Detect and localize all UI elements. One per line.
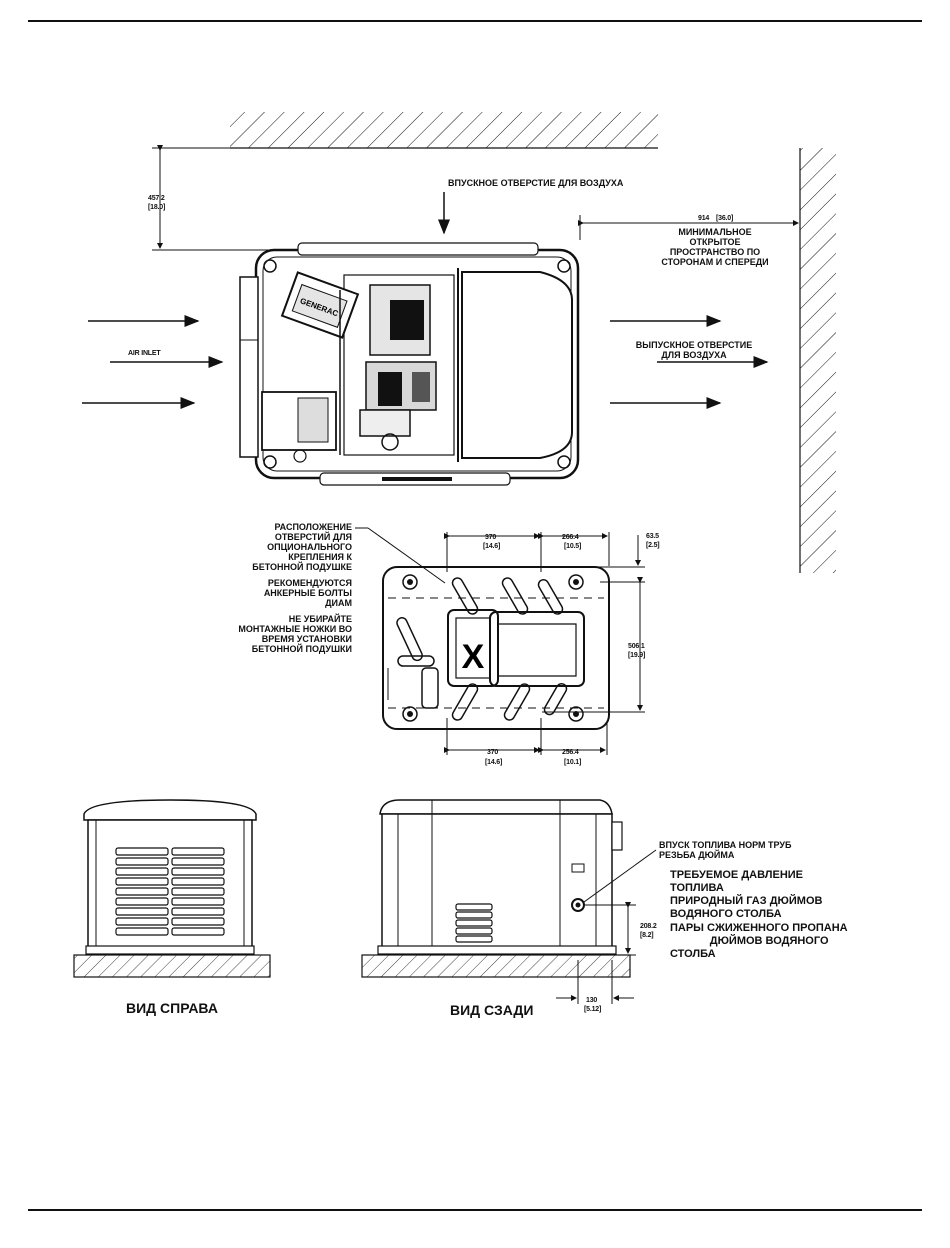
- mount-note-4: КРЕПЛЕНИЯ К: [288, 552, 352, 562]
- generator-right-view: ВИД СПРАВА: [73, 799, 271, 1016]
- air-exhaust-label-2: ДЛЯ ВОЗДУХА: [661, 350, 727, 360]
- pad-height-mm: 506.1: [628, 643, 645, 650]
- clearance-note-1: МИНИМАЛЬНОЕ: [678, 227, 751, 237]
- fuel-height-mm: 208.2: [640, 923, 657, 930]
- fuel-pressure-4: ВОДЯНОГО СТОЛБА: [670, 908, 782, 920]
- fuel-pressure-1: ТРЕБУЕМОЕ ДАВЛЕНИЕ: [670, 869, 803, 881]
- feet-note-3: ВРЕМЯ УСТАНОВКИ: [262, 634, 352, 644]
- air-exhaust-label-1: ВЫПУСКНОЕ ОТВЕРСТИЕ: [636, 340, 752, 350]
- clearance-note-4: СТОРОНАМ И СПЕРЕДИ: [661, 257, 768, 267]
- fuel-offset-in: [5.12]: [584, 1006, 601, 1013]
- fuel-notes: ВПУСК ТОПЛИВА НОРМ ТРУБ РЕЗЬБА ДЮЙМА ТРЕ…: [659, 840, 848, 960]
- fuel-pressure-5: ПАРЫ СЖИЖЕННОГО ПРОПАНА: [670, 922, 848, 934]
- feet-note-1: НЕ УБИРАЙТЕ: [289, 613, 352, 624]
- pad-height-in: [19.9]: [628, 652, 645, 659]
- fuel-pressure-7: СТОЛБА: [670, 948, 716, 960]
- air-inlet-arrows: AIR INLET: [82, 315, 224, 409]
- fuel-height-in: [8.2]: [640, 932, 653, 939]
- svg-text:X: X: [462, 638, 485, 676]
- anchor-note-1: РЕКОМЕНДУЮТСЯ: [268, 578, 352, 588]
- anchor-note-3: ДИАМ: [325, 598, 352, 608]
- mount-note-2: ОТВЕРСТИЙ ДЛЯ: [275, 531, 352, 542]
- top-clearance-in: [18.0]: [148, 204, 165, 211]
- pad-edge-mm: 63.5: [646, 533, 659, 540]
- pad-top-left-mm: 370: [485, 534, 496, 541]
- generator-top-view: GENERAC: [239, 242, 580, 486]
- fuel-pressure-3: ПРИРОДНЫЙ ГАЗ ДЮЙМОВ: [670, 894, 823, 907]
- mount-note-3: ОПЦИОНАЛЬНОГО: [267, 542, 352, 552]
- side-clearance-in: [36.0]: [716, 215, 733, 222]
- pad-top-right-mm: 266.4: [562, 534, 579, 541]
- pad-bottom-right-mm: 256.4: [562, 749, 579, 756]
- view-right-title: ВИД СПРАВА: [126, 1000, 218, 1016]
- right-wall: [799, 148, 836, 573]
- view-rear-title: ВИД СЗАДИ: [450, 1002, 533, 1018]
- mount-note-5: БЕТОННОЙ ПОДУШКЕ: [252, 561, 352, 572]
- pad-top-right-in: [10.5]: [564, 543, 581, 550]
- mounting-dimensions: 370 [14.6] 266.4 [10.5] 63.5 [2.5] 506.1…: [444, 532, 660, 766]
- pad-bottom-right-in: [10.1]: [564, 759, 581, 766]
- feet-note-2: МОНТАЖНЫЕ НОЖКИ ВО: [238, 624, 352, 634]
- clearance-note-2: ОТКРЫТОЕ: [689, 237, 740, 247]
- top-clearance-dimension: 457.2 [18.0]: [148, 145, 300, 251]
- anchor-note-2: АНКЕРНЫЕ БОЛТЫ: [264, 588, 352, 598]
- mount-note-1: РАСПОЛОЖЕНИЕ: [274, 522, 352, 532]
- fuel-inlet-label-1: ВПУСК ТОПЛИВА НОРМ ТРУБ: [659, 840, 792, 850]
- mounting-notes: РАСПОЛОЖЕНИЕ ОТВЕРСТИЙ ДЛЯ ОПЦИОНАЛЬНОГО…: [238, 522, 446, 654]
- pad-top-left-in: [14.6]: [483, 543, 500, 550]
- side-clearance-mm: 914: [698, 215, 709, 222]
- fuel-dimensions: 208.2 [8.2] 130 [5.12]: [556, 849, 657, 1013]
- fuel-pressure-2: ТОПЛИВА: [670, 882, 724, 894]
- fuel-offset-mm: 130: [586, 997, 597, 1004]
- fuel-inlet-label-2: РЕЗЬБА ДЮЙМА: [659, 849, 735, 860]
- clearance-note-3: ПРОСТРАНСТВО ПО: [670, 247, 760, 257]
- air-exhaust-arrows: ВЫПУСКНОЕ ОТВЕРСТИЕ ДЛЯ ВОЗДУХА: [610, 315, 769, 409]
- top-clearance-mm: 457.2: [148, 195, 165, 202]
- side-clearance-dimension: 914 [36.0] МИНИМАЛЬНОЕ ОТКРЫТОЕ ПРОСТРАН…: [578, 215, 799, 267]
- pad-bottom-left-in: [14.6]: [485, 759, 502, 766]
- air-intake-top-label: ВПУСКНОЕ ОТВЕРСТИЕ ДЛЯ ВОЗДУХА: [448, 178, 624, 188]
- top-wall: [230, 112, 658, 149]
- generator-rear-view: ВИД СЗАДИ: [361, 799, 631, 1018]
- pad-edge-in: [2.5]: [646, 542, 659, 549]
- pad-bottom-left-mm: 370: [487, 749, 498, 756]
- fuel-pressure-6: ДЮЙМОВ ВОДЯНОГО: [670, 934, 829, 947]
- mounting-base-plan: X: [382, 566, 610, 730]
- air-inlet-label: AIR INLET: [128, 350, 161, 357]
- feet-note-4: БЕТОННОЙ ПОДУШКИ: [252, 643, 352, 654]
